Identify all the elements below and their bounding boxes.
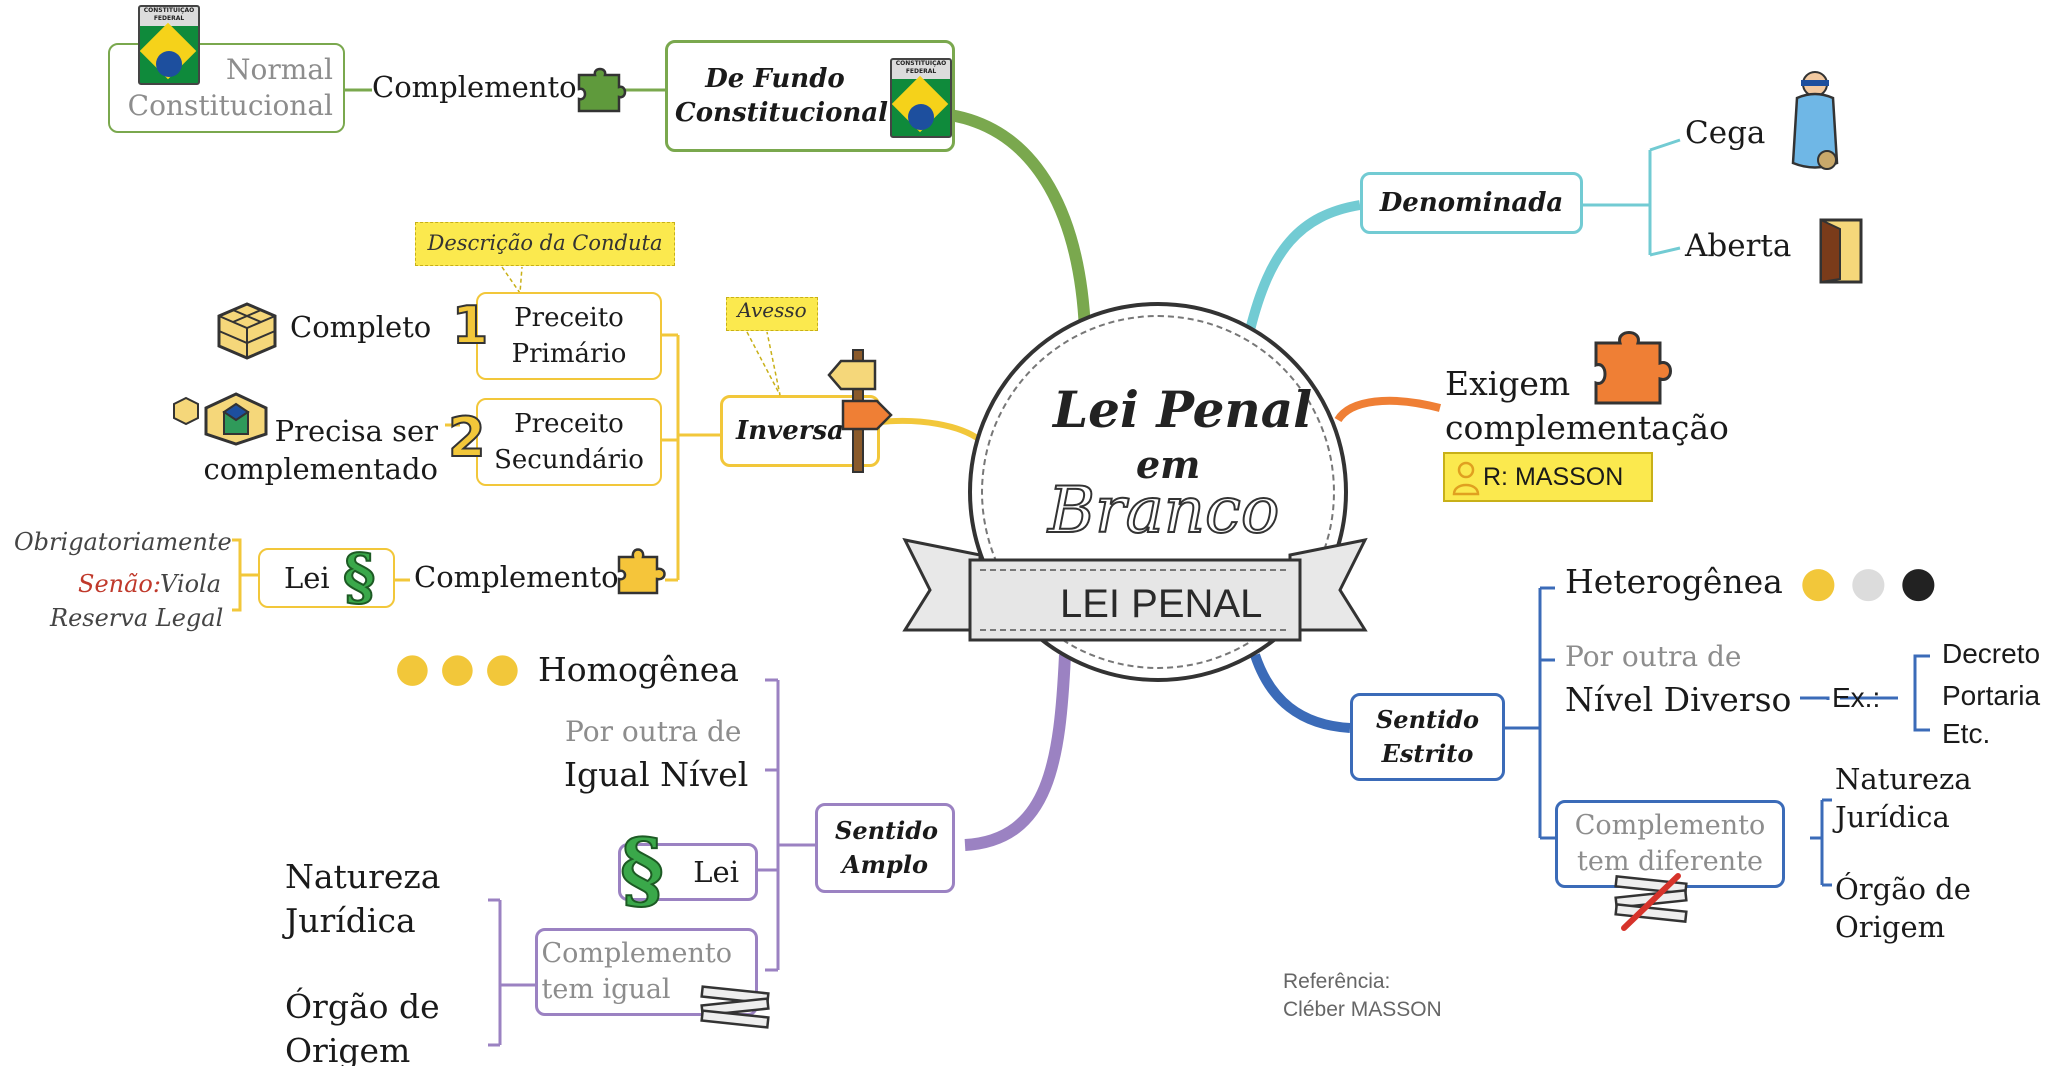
penguin-icon: ●: [1900, 557, 1937, 606]
central-ribbon: [902, 537, 1368, 642]
crossed-bandage-icon: [700, 985, 770, 1029]
constitution-badge-icon: CONSTITUIÇÃO FEDERAL: [890, 58, 952, 138]
masson-source-tag: R: MASSON: [1443, 452, 1653, 502]
denominada-item-cega: Cega: [1685, 115, 1766, 151]
exemplo-portaria: Portaria: [1942, 680, 2041, 711]
sentido-amplo-node[interactable]: Sentido Amplo: [815, 803, 955, 893]
ex-label: Ex.:: [1832, 682, 1881, 713]
denominada-item-aberta: Aberta: [1685, 228, 1792, 264]
amplo-orgao-label: Órgão de Origem: [285, 987, 440, 1066]
inversa-complemento-label: Complemento: [414, 560, 619, 594]
duck-icon: ●: [485, 645, 520, 691]
estrito-complemento-node[interactable]: Complemento tem diferente: [1555, 800, 1785, 888]
homogenea-label: Homogênea: [538, 650, 739, 689]
number-two-icon: 2: [447, 405, 487, 470]
descricao-conduta-text: Descrição da Conduta: [427, 231, 663, 255]
duck-icon: ●: [440, 645, 475, 691]
viola-label: Viola: [160, 570, 222, 598]
puzzle-icon: [617, 548, 666, 595]
ducks-icon-group: ● ● ●: [395, 645, 530, 695]
referencia-line1: Referência:: [1283, 970, 1391, 993]
fundo-complemento-label: Complemento: [372, 70, 577, 104]
reserva-legal-label: Reserva Legal: [50, 604, 224, 632]
nivel-diverso-label: Nível Diverso: [1565, 680, 1792, 719]
precisa-complementado-label: Precisa ser complementado: [203, 414, 438, 486]
number-one-icon: 1: [451, 295, 489, 357]
puzzle-icon: [577, 67, 627, 113]
central-title-line1: Lei Penal: [1053, 380, 1313, 439]
constitution-badge-icon: CONSTITUIÇÃO FEDERAL: [138, 5, 200, 85]
heterogenea-label: Heterogênea: [1565, 562, 1783, 601]
amplo-natureza-label: Natureza Jurídica: [285, 857, 441, 940]
masson-source-text: R: MASSON: [1483, 463, 1624, 491]
fundo-constitucional-label: De Fundo Constitucional: [675, 64, 889, 128]
referencia-line2: Cléber MASSON: [1283, 998, 1442, 1021]
duck-icon: ●: [1800, 557, 1837, 606]
obrigatoriamente-label: Obrigatoriamente: [14, 528, 232, 556]
cube-icon: [217, 302, 277, 360]
amplo-por-outra-label: Por outra de: [565, 715, 742, 748]
preceito-secundario-label: Preceito Secundário: [494, 409, 644, 475]
amplo-lei-label: Lei: [693, 855, 739, 889]
crossed-bandage-icon: [1614, 873, 1688, 931]
lei-label: Lei: [284, 561, 330, 595]
exemplo-decreto: Decreto: [1942, 638, 2041, 669]
door-icon: [1819, 218, 1863, 284]
inversa-label: Inversa: [736, 416, 844, 446]
preceito-primario-node[interactable]: Preceito Primário: [476, 292, 662, 380]
section-sign-icon: §: [342, 539, 376, 614]
exigem-complementacao-label: Exigem complementação: [1445, 364, 1729, 447]
amplo-complemento-label: Complemento tem igual: [541, 938, 733, 1005]
estrito-orgao-label: Órgão de Origem: [1835, 872, 1971, 944]
amplo-complemento-node[interactable]: Complemento tem igual: [535, 928, 758, 1016]
descricao-conduta-note: Descrição da Conduta: [415, 222, 675, 266]
central-title-line3: Branco: [1047, 473, 1280, 549]
avesso-note-pointer: [746, 331, 781, 396]
estrito-natureza-label: Natureza Jurídica: [1835, 762, 1972, 834]
puzzle-icon: [1594, 331, 1672, 405]
sentido-amplo-label: Sentido Amplo: [835, 816, 939, 879]
estrito-por-outra-label: Por outra de: [1565, 640, 1742, 673]
amplo-lei-node[interactable]: Lei: [618, 843, 758, 901]
sentido-estrito-label: Sentido Estrito: [1375, 705, 1480, 768]
senao-label: Senão:: [78, 570, 161, 598]
chicken-icon: ●: [1850, 557, 1887, 606]
duck-icon: ●: [395, 645, 430, 691]
exemplo-etc: Etc.: [1942, 718, 1991, 749]
lei-node[interactable]: Lei: [258, 548, 395, 608]
central-title-line2: em: [1136, 442, 1201, 487]
avesso-note-text: Avesso: [737, 298, 807, 322]
section-sign-icon: §: [619, 819, 665, 920]
cube-partial-icon: [173, 392, 268, 446]
sentido-estrito-node[interactable]: Sentido Estrito: [1350, 693, 1505, 781]
avesso-note: Avesso: [726, 297, 818, 331]
descricao-note-pointer: [501, 266, 523, 295]
estrito-complemento-label: Complemento tem diferente: [1574, 810, 1766, 877]
preceito-primario-label: Preceito Primário: [511, 303, 627, 369]
denominada-node[interactable]: Denominada: [1360, 172, 1583, 234]
signpost-icon: [827, 349, 893, 473]
blindfold-justice-icon: [1791, 71, 1839, 170]
person-icon: [1452, 461, 1480, 496]
central-ribbon-label: LEI PENAL: [1060, 582, 1263, 626]
completo-label: Completo: [290, 310, 432, 344]
preceito-secundario-node[interactable]: Preceito Secundário: [476, 398, 662, 486]
denominada-label: Denominada: [1379, 188, 1564, 218]
igual-nivel-label: Igual Nível: [564, 755, 749, 794]
mixed-animals-icon-group: ● ● ●: [1800, 555, 1950, 610]
norma-constitucional-label: Normal Constitucional: [127, 53, 333, 122]
